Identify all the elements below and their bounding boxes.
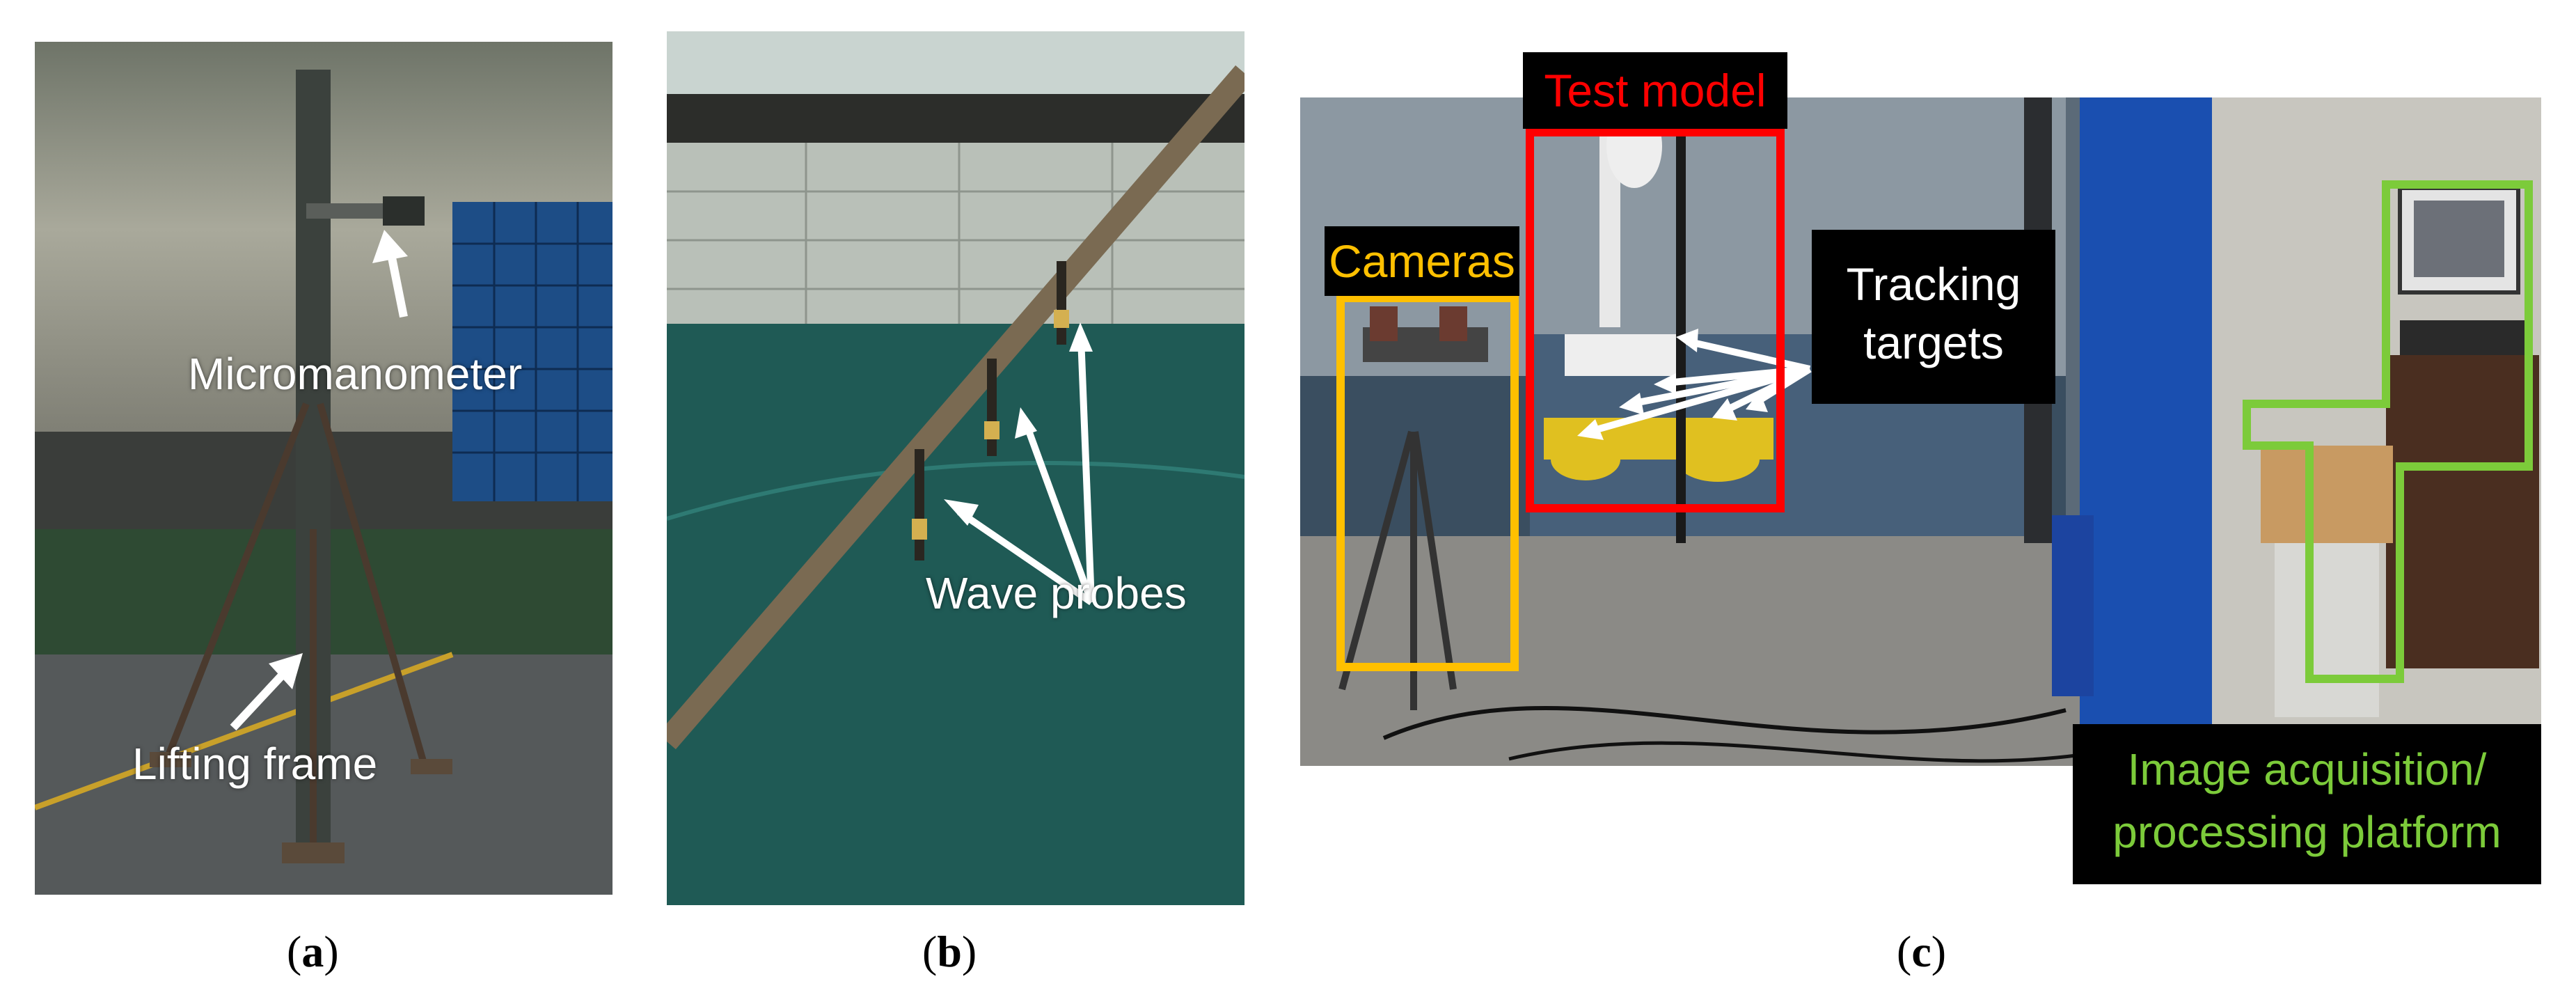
test-model-label-box: Test model (1523, 52, 1787, 129)
caption-b-letter: b (937, 927, 962, 976)
photo-panel-c: Test model Cameras Tracking targets Imag… (1300, 42, 2541, 898)
platform-label-line2: processing platform (2112, 807, 2502, 857)
caption-c-letter: c (1911, 927, 1931, 976)
caption-c: (c) (1897, 926, 1946, 978)
platform-label-line1: Image acquisition/ (2127, 744, 2487, 794)
caption-b-close: ) (961, 927, 977, 976)
caption-a-letter: a (301, 927, 324, 976)
caption-a: (a) (287, 926, 339, 978)
test-model-box (1526, 128, 1785, 512)
caption-c-close: ) (1931, 927, 1947, 976)
caption-a-open: ( (287, 927, 302, 976)
tracking-label-line2: targets (1863, 317, 2004, 368)
panel-a-scene (35, 42, 613, 895)
caption-b: (b) (922, 926, 977, 978)
wave-probes-label: Wave probes (926, 568, 1187, 618)
photo-panel-a: Micromanometer Lifting frame (35, 42, 613, 895)
tracking-targets-label-box: Tracking targets (1812, 230, 2055, 404)
caption-a-close: ) (324, 927, 339, 976)
lifting-frame-label: Lifting frame (132, 739, 378, 789)
platform-box (2243, 180, 2533, 683)
tracking-label-line1: Tracking (1846, 258, 2021, 310)
cameras-label: Cameras (1329, 235, 1515, 287)
cameras-box (1336, 294, 1519, 671)
test-model-label: Test model (1544, 65, 1767, 116)
panel-b-scene (667, 31, 1244, 905)
platform-label-box: Image acquisition/ processing platform (2073, 724, 2541, 884)
photo-panel-b: Wave probes (667, 31, 1244, 905)
cameras-label-box: Cameras (1325, 226, 1519, 296)
micromanometer-label: Micromanometer (188, 349, 523, 399)
caption-b-open: ( (922, 927, 938, 976)
caption-c-open: ( (1897, 927, 1912, 976)
